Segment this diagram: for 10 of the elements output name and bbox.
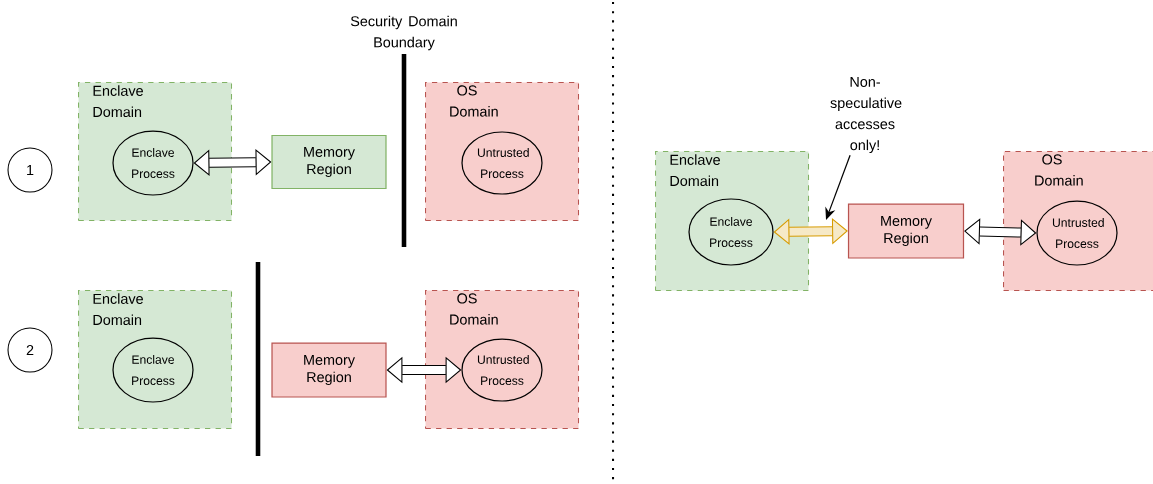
boundary-label: Security Domain Boundary	[350, 15, 457, 51]
memory-box: Memory Region	[271, 342, 387, 398]
memory-box: Memory Region	[271, 134, 387, 190]
double-arrow	[386, 356, 462, 384]
note-text: Non-speculative accesses only!	[830, 76, 902, 154]
leader-arrow	[825, 154, 851, 220]
double-arrow	[773, 217, 848, 246]
double-arrow	[193, 148, 272, 177]
double-arrow	[964, 218, 1037, 246]
memory-box: Memory Region	[847, 203, 965, 259]
